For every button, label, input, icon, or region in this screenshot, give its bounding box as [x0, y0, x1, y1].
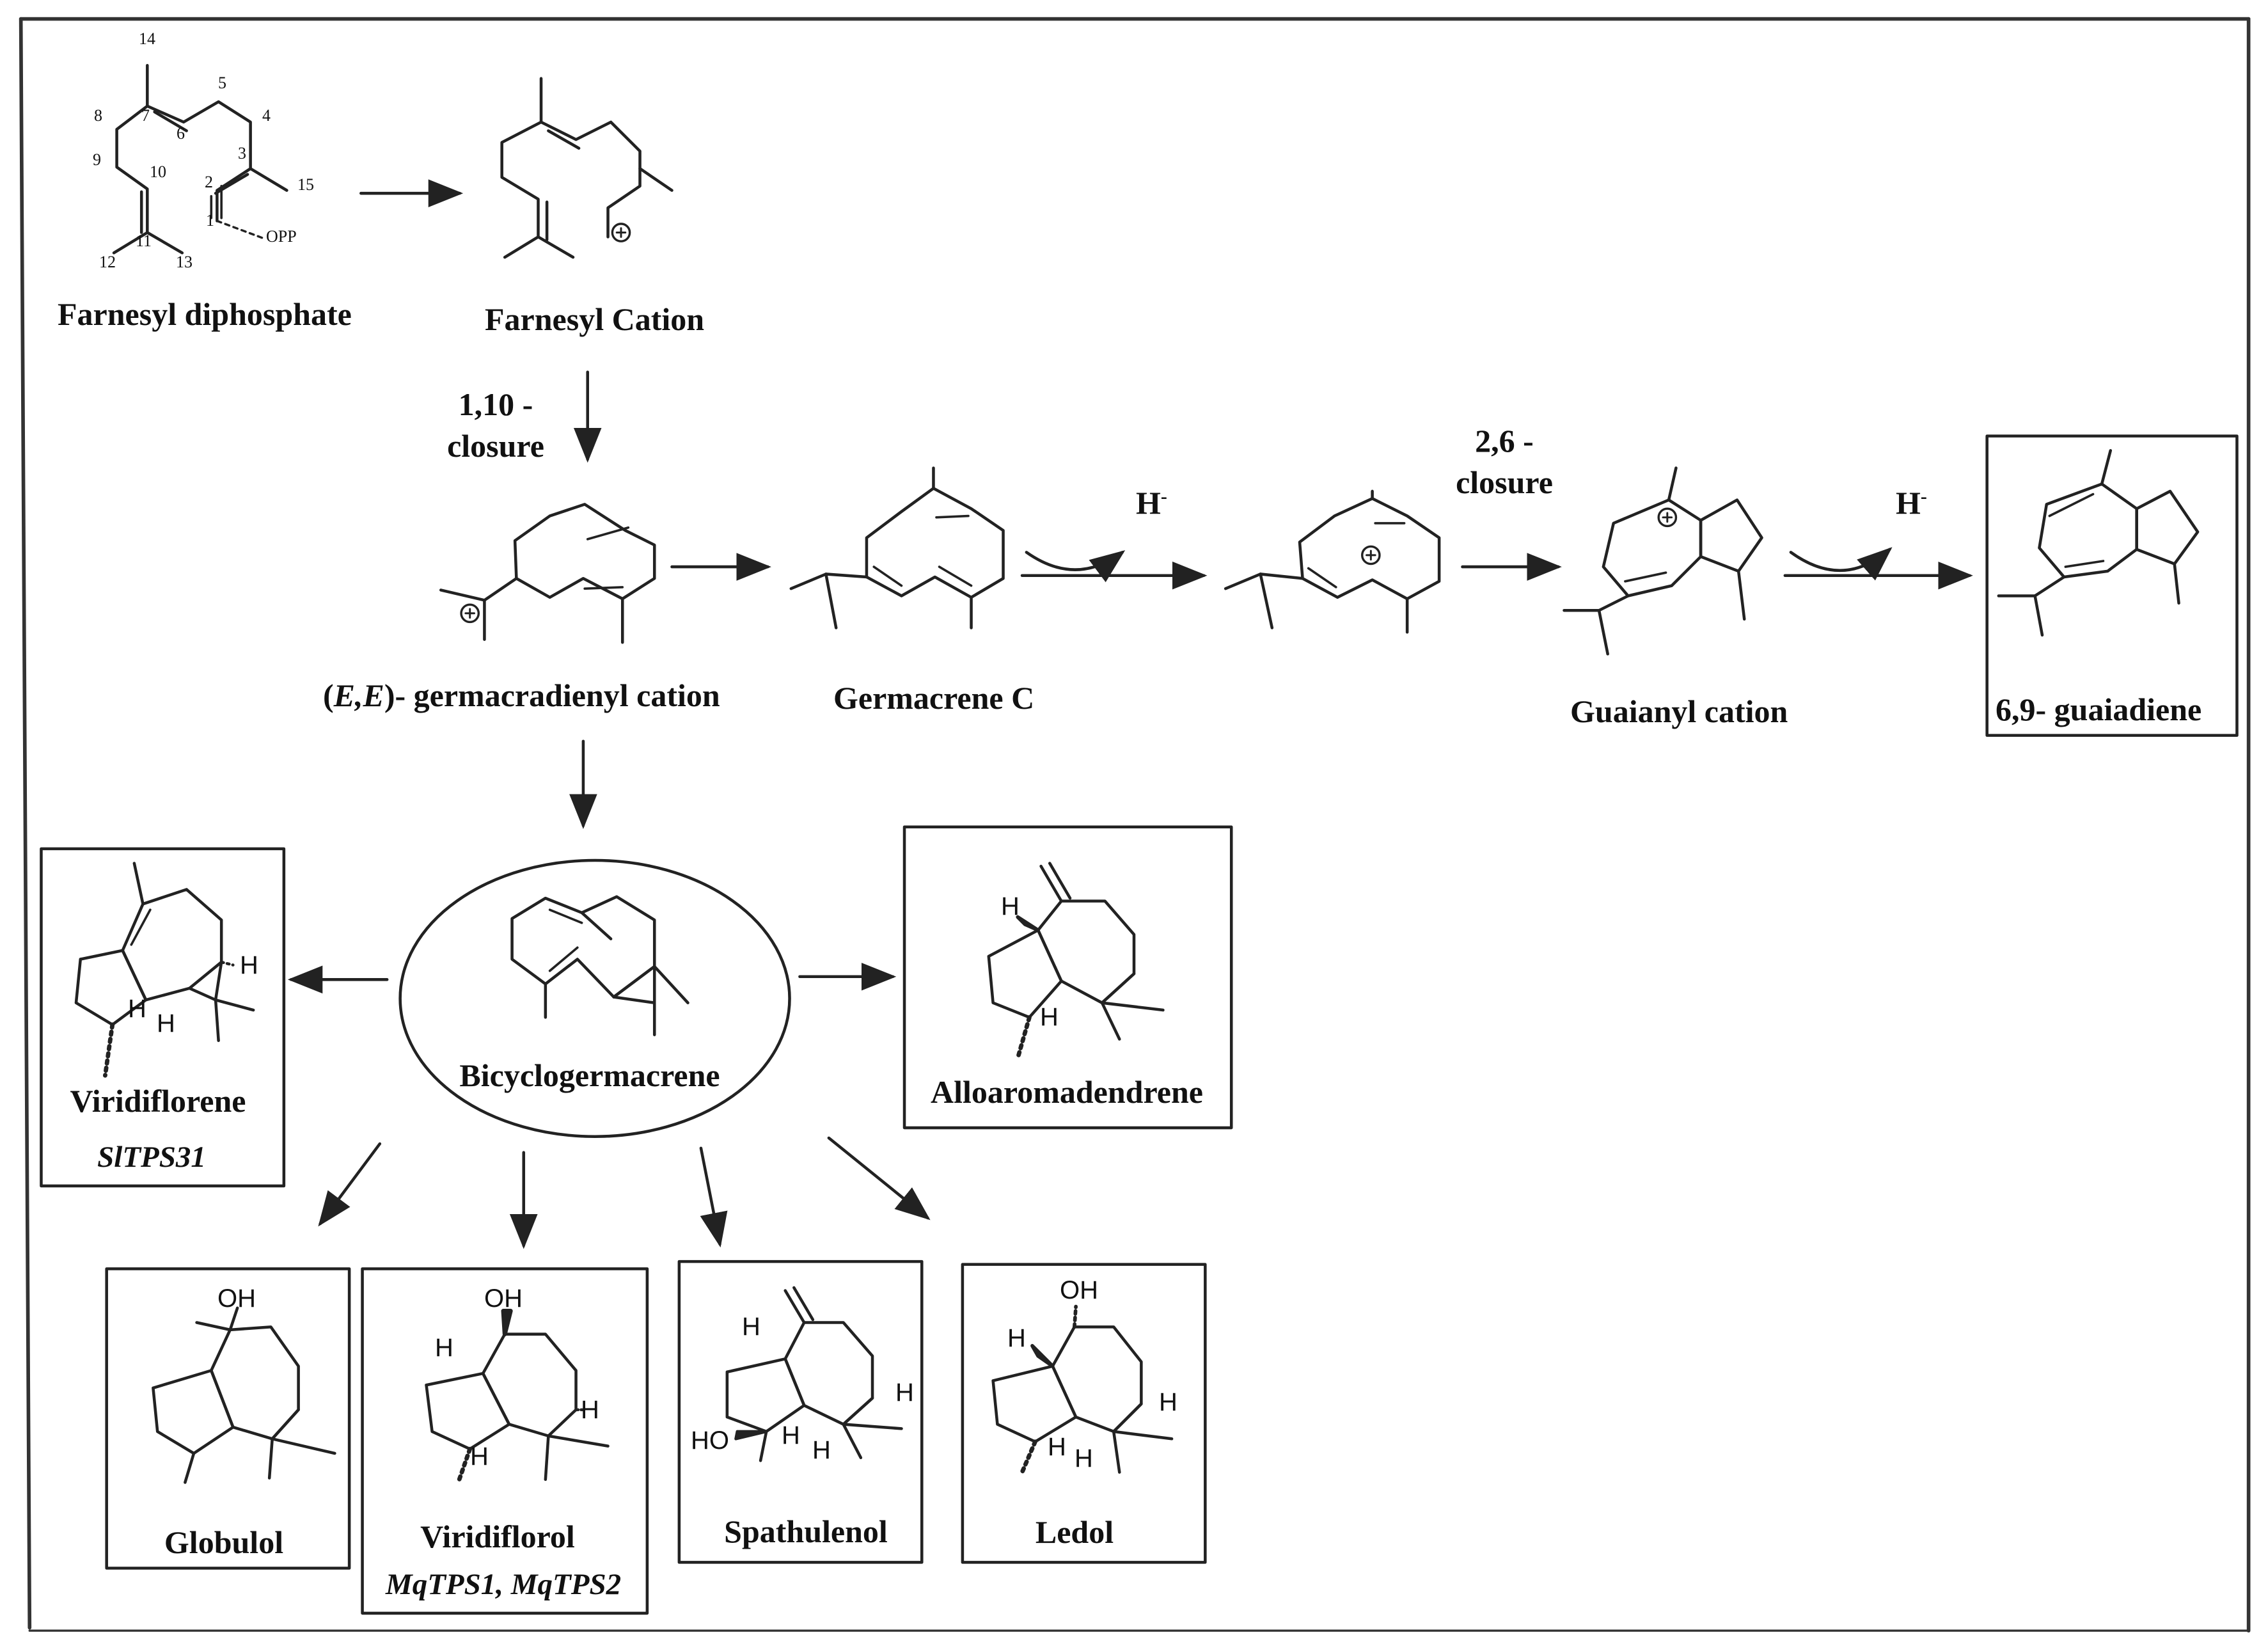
fpp-num-8: 8 [94, 106, 102, 125]
ledol-h-left: H [1007, 1324, 1026, 1352]
fpp-num-11: 11 [136, 232, 152, 250]
arrow-to-globulol [318, 1142, 382, 1227]
label-germacradienyl-cation: (E,E)- germacradienyl cation [323, 677, 720, 714]
spathulenol-structure [725, 1286, 903, 1462]
fpp-num-12: 12 [99, 253, 116, 271]
h-elimination-arrow-2 [1783, 547, 1973, 590]
spathulenol-h-1: H [782, 1421, 800, 1450]
intermediate-cation-structure [1224, 489, 1441, 634]
label-spathulenol: Spathulenol [724, 1513, 888, 1549]
viridiflorol-box [361, 1267, 649, 1615]
spathulenol-box [677, 1260, 924, 1564]
fpp-num-9: 9 [93, 150, 101, 169]
fpp-num-5: 5 [218, 74, 226, 92]
fpp-num-15: 15 [297, 175, 314, 194]
bicyclogermacrene-structure [510, 895, 689, 1036]
viridiflorol-structure [425, 1308, 610, 1485]
viridiflorene-h-2: H [157, 1009, 175, 1038]
guaiadiene-structure [1997, 449, 2200, 637]
germacradienyl-structure [439, 503, 656, 644]
germacradienyl-text: )- germacradienyl cation [384, 677, 720, 713]
label-globulol: Globulol [164, 1524, 284, 1560]
label-farnesyl-diphosphate: Farnesyl diphosphate [58, 296, 352, 332]
h-minus-2-symbol: H [1896, 485, 1921, 521]
viridiflorol-oh: OH [484, 1284, 523, 1313]
label-viridiflorene: Viridiflorene [70, 1083, 246, 1119]
label-closure-26-line1: 2,6 - [1475, 423, 1534, 459]
spathulenol-h-right: H [895, 1378, 914, 1407]
spathulenol-ho: HO [691, 1426, 729, 1455]
h-minus-1-charge: - [1160, 486, 1167, 507]
bicyclogermacrene-ellipse [398, 858, 791, 1138]
viridiflorol-h-right: H [581, 1396, 599, 1424]
label-closure-110-line1: 1,10 - [458, 386, 533, 422]
germacradienyl-stereo: E,E [333, 677, 384, 713]
h-elimination-arrow-1 [1020, 550, 1208, 590]
alloaromadendrene-structure [987, 862, 1165, 1061]
label-bicyclogermacrene: Bicyclogermacrene [459, 1057, 720, 1093]
arrow-to-spathulenol [699, 1146, 728, 1248]
fpp-num-13: 13 [176, 253, 193, 271]
label-closure-26-line2: closure [1456, 464, 1553, 500]
alloaromadendrene-h-bottom: H [1040, 1003, 1059, 1031]
label-h-minus-2: H- [1896, 484, 1927, 521]
outer-frame [19, 17, 2251, 1633]
germacradienyl-paren-open: ( [323, 677, 334, 713]
fpp-num-10: 10 [150, 162, 166, 181]
viridiflorene-structure [74, 862, 255, 1078]
ledol-h-1: H [1048, 1433, 1066, 1461]
label-viridiflorol: Viridiflorol [420, 1519, 575, 1554]
viridiflorol-h-left: H [435, 1334, 453, 1362]
label-viridiflorol-gene: MqTPS1, MqTPS2 [385, 1568, 622, 1601]
spathulenol-h-top: H [742, 1313, 760, 1341]
h-minus-2-charge: - [1920, 486, 1927, 507]
ledol-structure [991, 1304, 1174, 1474]
ledol-h-right: H [1159, 1388, 1177, 1416]
farnesyl-cation-structure [500, 77, 673, 259]
fpp-opp-label: OPP [266, 227, 297, 246]
label-closure-110-line2: closure [447, 428, 544, 464]
label-ledol: Ledol [1035, 1514, 1114, 1550]
globulol-structure [152, 1306, 336, 1484]
fpp-num-6: 6 [177, 124, 185, 143]
viridiflorene-h-1: H [128, 995, 146, 1023]
label-alloaromadendrene: Alloaromadendrene [931, 1074, 1203, 1110]
alloaromadendrene-h-top: H [1001, 892, 1020, 920]
viridiflorene-box [40, 847, 286, 1188]
fpp-num-4: 4 [262, 106, 271, 125]
ledol-box [961, 1263, 1207, 1564]
germacrene-c-structure [789, 466, 1005, 629]
fpp-num-1: 1 [206, 211, 214, 230]
label-viridiflorene-gene: SlTPS31 [97, 1141, 206, 1174]
fpp-num-14: 14 [139, 29, 155, 48]
spathulenol-h-2: H [812, 1436, 831, 1464]
arrow-to-ledol [827, 1136, 931, 1220]
fpp-num-3: 3 [238, 144, 246, 162]
ledol-oh: OH [1060, 1276, 1098, 1304]
viridiflorene-h-right: H [240, 951, 258, 979]
label-6-9-guaiadiene: 6,9- guaiadiene [1996, 691, 2202, 727]
globulol-box [105, 1267, 351, 1570]
label-guaianyl-cation: Guaianyl cation [1570, 693, 1788, 729]
h-minus-1-symbol: H [1136, 485, 1161, 521]
fpp-num-2: 2 [205, 173, 213, 191]
fpp-num-7: 7 [141, 106, 150, 125]
guaianyl-structure [1563, 466, 1763, 656]
alloaromadendrene-box [902, 825, 1233, 1130]
label-germacrene-c: Germacrene C [833, 680, 1035, 716]
guaiadiene-box [1985, 434, 2239, 737]
ledol-h-2: H [1075, 1444, 1093, 1473]
viridiflorol-h-bottom: H [470, 1442, 489, 1471]
label-farnesyl-cation: Farnesyl Cation [485, 301, 705, 337]
globulol-oh: OH [217, 1284, 256, 1313]
label-h-minus-1: H- [1136, 484, 1167, 521]
fpp-structure [112, 63, 288, 255]
